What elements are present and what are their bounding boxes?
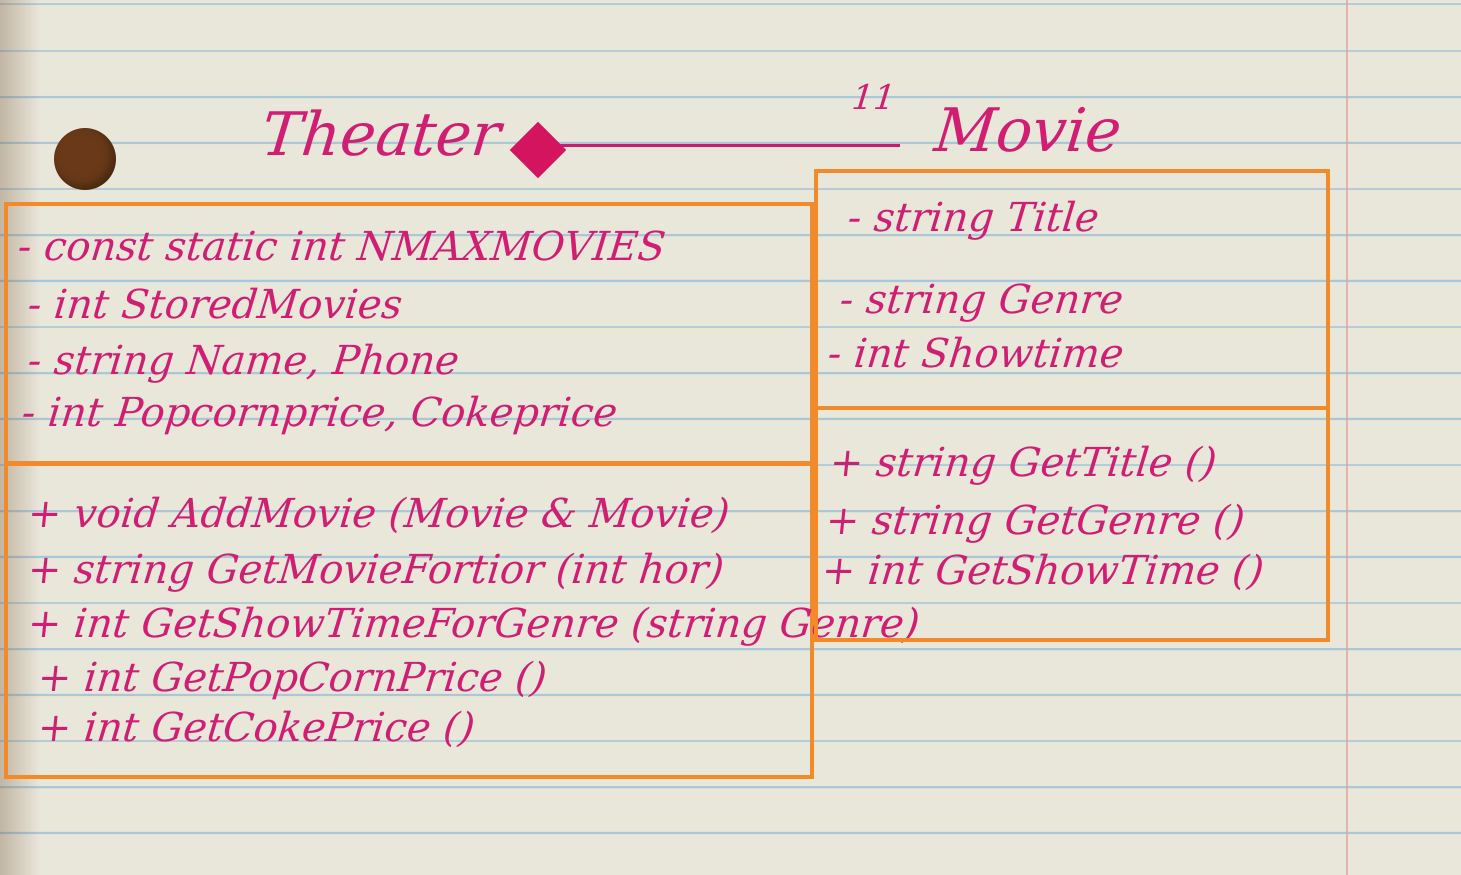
movie-attribute: - string Genre [837,277,1126,323]
theater-attribute: - const static int NMAXMOVIES [15,224,668,270]
movie-methods-box: + string GetTitle () + string GetGenre (… [814,406,1330,642]
movie-attribute: - int Showtime [825,331,1126,377]
punch-hole [54,128,116,190]
association-multiplicity: 11 [849,78,898,118]
theater-class-name: Theater [258,100,504,170]
theater-method: + int GetShowTimeForGenre (string Genre) [25,601,922,647]
movie-method: + int GetShowTime () [819,548,1267,594]
theater-method: + int GetCokePrice () [35,705,478,751]
theater-method: + int GetPopCornPrice () [35,655,550,701]
movie-method: + string GetTitle () [827,440,1219,486]
association-line [560,144,900,147]
theater-method: + void AddMovie (Movie & Movie) [25,491,732,537]
theater-attribute: - int Popcornprice, Cokeprice [19,390,620,436]
movie-attributes-box: - string Title - string Genre - int Show… [814,169,1330,410]
movie-class-name: Movie [931,96,1125,166]
theater-attributes-box: - const static int NMAXMOVIES - int Stor… [4,202,814,466]
composition-diamond [509,121,567,179]
theater-attribute: - int StoredMovies [25,282,405,328]
theater-methods-box: + void AddMovie (Movie & Movie) + string… [4,461,922,779]
movie-method: + string GetGenre () [823,498,1248,544]
movie-attribute: - string Title [845,195,1102,241]
margin-line [1346,0,1348,875]
theater-attribute: - string Name, Phone [25,338,462,384]
theater-method: + string GetMovieFortior (int hor) [25,547,727,593]
